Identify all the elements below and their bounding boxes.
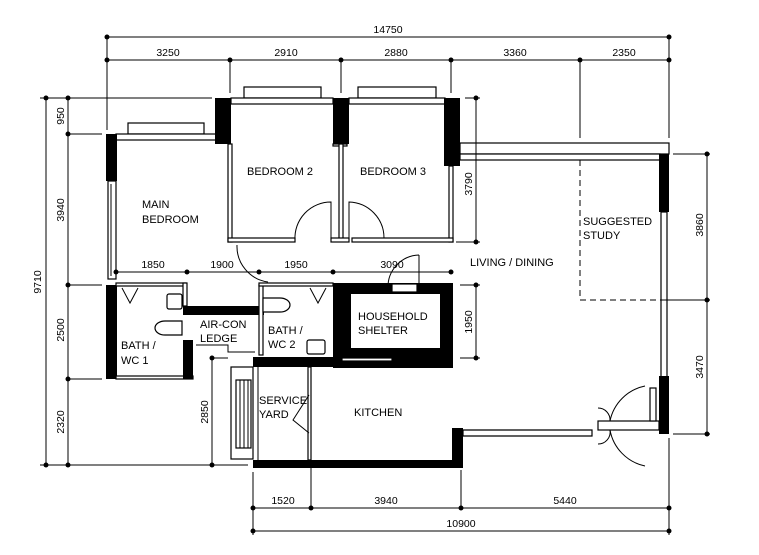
dim-top: 2880 [384, 47, 408, 59]
dim-service-yard: 2850 [199, 400, 211, 424]
dim-top: 3250 [156, 47, 180, 59]
label-bath-2: WC 2 [268, 339, 296, 351]
dim-top: 3360 [503, 47, 527, 59]
label-study: STUDY [583, 230, 621, 242]
label-bedroom-3: BEDROOM 3 [360, 166, 426, 178]
label-service-yard: YARD [259, 409, 289, 421]
dim-bottom: 3940 [374, 495, 398, 507]
label-service-yard: SERVICE [259, 395, 307, 407]
walls [106, 86, 670, 468]
dim-mid: 1900 [210, 259, 234, 271]
dim-left: 3940 [55, 198, 67, 222]
dim-top: 2350 [612, 47, 636, 59]
dim-top: 2910 [274, 47, 298, 59]
dim-right-upper: 3790 [463, 172, 475, 196]
label-bath-1: BATH / [121, 340, 157, 352]
bottom-dimensions: 1520 3940 5440 10900 [250, 438, 672, 535]
dim-bottom: 1520 [271, 495, 295, 507]
label-main-bedroom: MAIN [142, 199, 170, 211]
label-bath-1: WC 1 [121, 355, 149, 367]
label-bedroom-2: BEDROOM 2 [247, 166, 313, 178]
dim-right-far: 3860 [694, 213, 706, 237]
label-bath-2: BATH / [268, 325, 304, 337]
left-dimensions: 9710 950 3940 2500 2320 [32, 95, 248, 468]
dim-mid: 1950 [284, 259, 308, 271]
label-living-dining: LIVING / DINING [470, 257, 554, 269]
label-aircon-ledge: AIR-CON [200, 319, 247, 331]
label-kitchen: KITCHEN [354, 407, 402, 419]
dim-left: 2320 [55, 410, 67, 434]
dim-right-shelter: 1950 [463, 310, 475, 334]
label-shelter: SHELTER [358, 325, 408, 337]
top-dimensions: 14750 3250 2910 2880 3360 2350 [104, 24, 672, 138]
dim-left: 950 [55, 107, 67, 125]
dim-bottom-total: 10900 [446, 518, 475, 530]
dim-left: 2500 [55, 318, 67, 342]
label-main-bedroom: BEDROOM [142, 214, 199, 226]
dim-left-total: 9710 [32, 270, 44, 294]
dim-bottom: 5440 [553, 495, 577, 507]
room-labels: MAIN BEDROOM BEDROOM 2 BEDROOM 3 LIVING … [121, 166, 652, 421]
dim-mid: 3090 [380, 259, 404, 271]
dim-top-total: 14750 [373, 24, 402, 36]
inner-dimensions: 1850 1900 1950 3090 3790 1950 3860 3470 … [113, 95, 710, 468]
dim-mid: 1850 [141, 259, 165, 271]
dim-right-far: 3470 [694, 355, 706, 379]
label-aircon-ledge: LEDGE [200, 333, 237, 345]
label-shelter: HOUSEHOLD [358, 311, 428, 323]
label-study: SUGGESTED [583, 216, 652, 228]
